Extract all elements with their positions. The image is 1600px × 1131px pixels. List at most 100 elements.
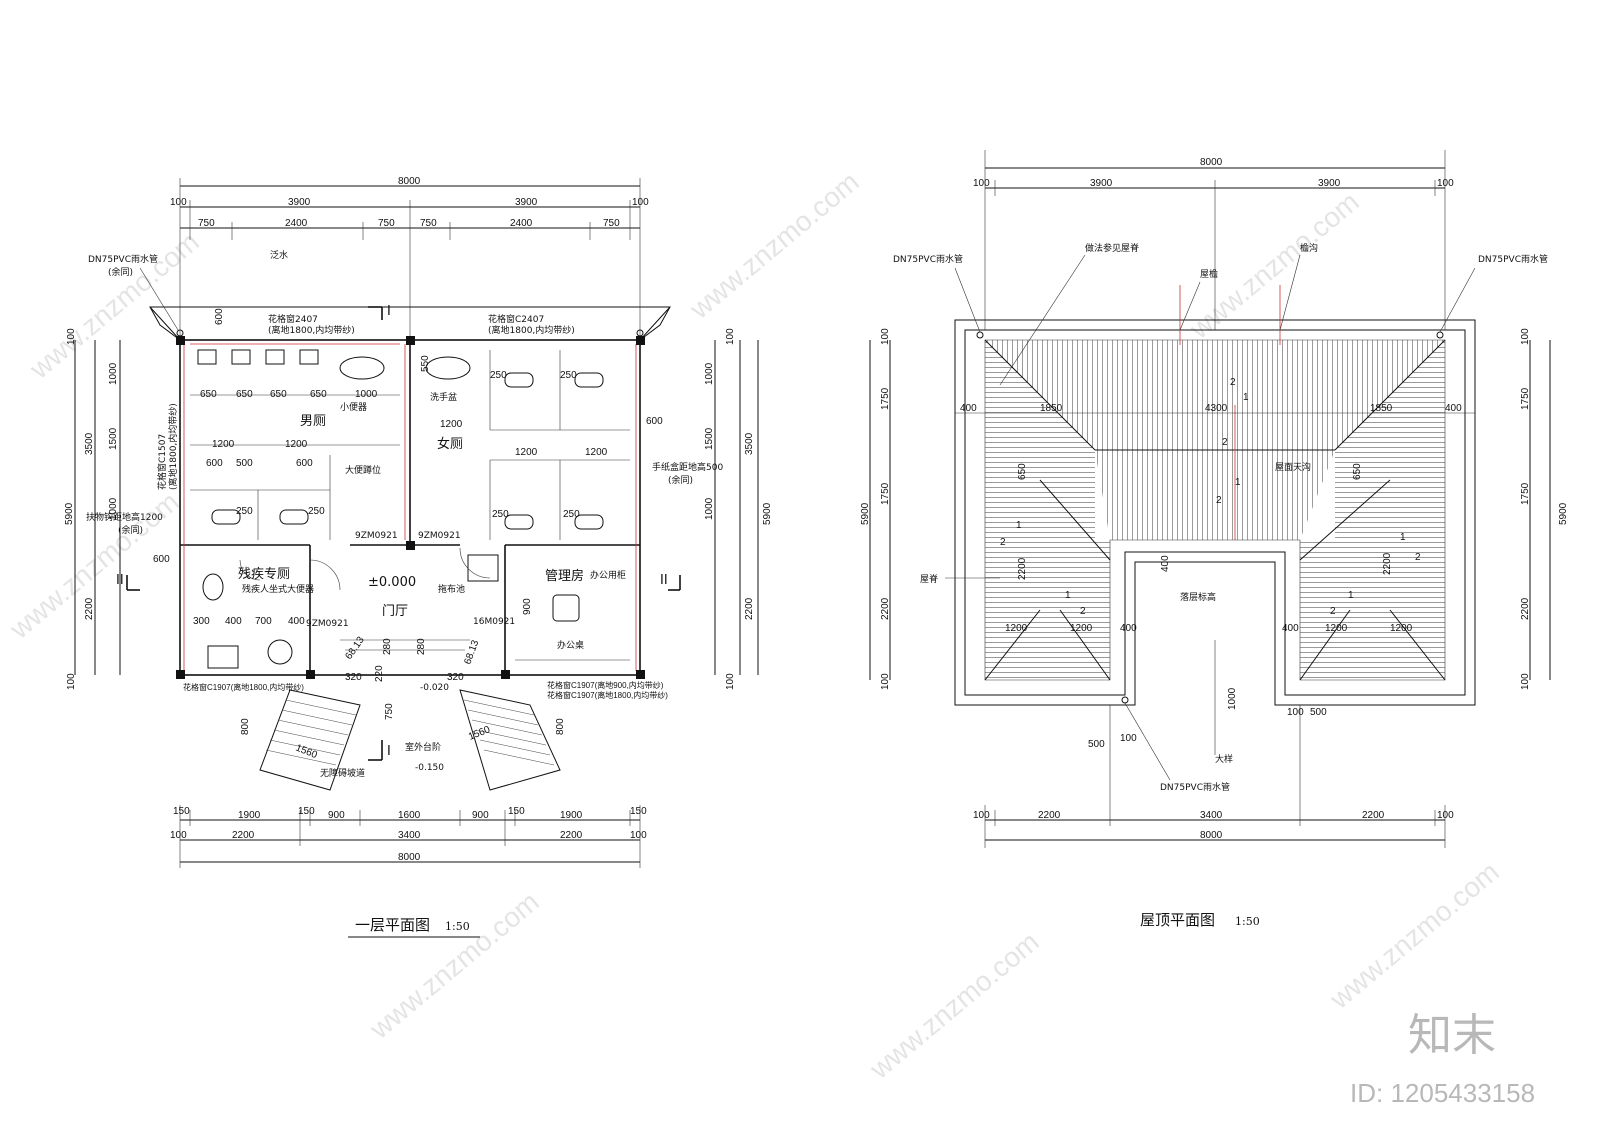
roof-slope	[985, 340, 1110, 680]
window-right-note: (离地1800,内均带纱)	[488, 324, 575, 336]
roof-dim-half: 3900	[1318, 178, 1341, 189]
dim-sub: 2400	[285, 218, 308, 229]
roof-dim-interior: 1200	[1070, 623, 1093, 634]
dim-right-c: 1500	[704, 427, 715, 450]
slope-mark: 2	[1216, 495, 1222, 506]
dim-interior: 320	[447, 672, 464, 683]
sink-label: 洗手盆	[430, 391, 457, 403]
dim-interior: 500	[236, 458, 253, 469]
level-0: ±0.000	[368, 575, 416, 590]
door-label: 9ZM0921	[418, 531, 461, 541]
roof-dim-left: 2200	[880, 597, 891, 620]
roof-dim-right-total: 5900	[1558, 502, 1569, 525]
roof-dim-interior: 2200	[1382, 552, 1393, 575]
slope-mark: 2	[1415, 552, 1421, 563]
roof-dim-mid: 400	[960, 403, 977, 414]
dim-bottom: 100	[630, 830, 647, 841]
dim-bottom-total: 8000	[398, 852, 421, 863]
roof-dim-mid: 1850	[1370, 403, 1393, 414]
roof-dim-interior: 2200	[1017, 557, 1028, 580]
dim-interior: 400	[225, 616, 242, 627]
dim-interior: 800	[240, 718, 251, 735]
side-window-note: (离地1800,内均带纱)	[167, 403, 179, 490]
dim-interior: 220	[374, 665, 385, 682]
dim-interior: 320	[345, 672, 362, 683]
roof-dim-right: 1750	[1520, 482, 1531, 505]
roof-dim-left-total: 5900	[860, 502, 871, 525]
door-label: 9ZM0921	[306, 619, 349, 629]
dim-bottom: 1900	[560, 810, 583, 821]
stall-label: 大便蹲位	[345, 464, 381, 476]
door-label: 9ZM0921	[355, 531, 398, 541]
roof-dim-mid: 400	[1445, 403, 1462, 414]
room-office: 办公桌	[557, 639, 584, 651]
dim-interior: 68.13	[462, 638, 481, 666]
room-accessible: 残疾专厕	[238, 567, 290, 582]
dim-interior: 650	[236, 389, 253, 400]
sink-icon	[339, 356, 385, 380]
window-left-label: 花格窗2407	[268, 313, 318, 325]
slope-mark: 1	[1065, 590, 1071, 601]
accessible-note: 残疾人坐式大便器	[242, 583, 314, 595]
roof-dim-half: 3900	[1090, 178, 1113, 189]
bottom-window-right: 花格窗C1907(离地1800,内均带纱)	[547, 690, 668, 700]
dim-left-a: 3500	[84, 432, 95, 455]
roof-dim-bottom: 3400	[1200, 810, 1223, 821]
dim-interior: 1200	[212, 439, 235, 450]
roof-dim-interior: 400	[1120, 623, 1137, 634]
urinal-label: 小便器	[340, 401, 367, 413]
entrance-steps	[259, 639, 561, 791]
ground-plan-scale: 1:50	[445, 920, 470, 933]
roof-dim-bottom: 2200	[1362, 810, 1385, 821]
dim-bottom: 1900	[238, 810, 261, 821]
dim-interior: 650	[270, 389, 287, 400]
watermark-text: www.znzmo.com	[363, 886, 545, 1045]
seated-toilet-icon	[202, 573, 224, 601]
dim-right-total: 5900	[762, 502, 773, 525]
roof-dim-bottom: 100	[1437, 810, 1454, 821]
roof-dim-right: 1750	[1520, 387, 1531, 410]
dim-left-b: 2200	[84, 597, 95, 620]
side-window-label: 花格窗C1507	[156, 434, 168, 490]
roof-dim-edge: 100	[1437, 178, 1454, 189]
dim-bottom: 150	[173, 806, 190, 817]
dim-sub: 750	[378, 218, 395, 229]
slope-mark: 1	[1243, 392, 1249, 403]
dim-bottom: 3400	[398, 830, 421, 841]
roof-dim-interior: 100	[1287, 707, 1304, 718]
level-2: -0.150	[415, 763, 444, 773]
ground-floor-plan: 8000 100 3900 3900 100 750 2400 750 750 …	[64, 176, 773, 938]
roof-slope	[1095, 450, 1335, 540]
dim-left-c: 100	[66, 328, 77, 345]
slope-mark: 1	[1400, 532, 1406, 543]
dim-interior: 1200	[285, 439, 308, 450]
dim-total-top: 8000	[398, 176, 421, 187]
roof-dim-total: 8000	[1200, 157, 1223, 168]
dim-bottom: 150	[298, 806, 315, 817]
squat-toilet-icon	[279, 509, 309, 525]
dim-interior: 280	[416, 638, 427, 655]
roof-downpipe-label: DN75PVC雨水管	[1478, 253, 1548, 265]
hand-label: 手纸盒距地高500	[652, 461, 723, 473]
level-1: -0.020	[420, 683, 449, 693]
grab-label: 扶物钩距地高1200	[86, 511, 163, 523]
same-label: (余同)	[108, 266, 133, 278]
roof-dim-mid: 4300	[1205, 403, 1228, 414]
roof-plan-title: 屋顶平面图	[1140, 911, 1215, 929]
sink-icon	[425, 356, 471, 380]
basin-icon	[267, 639, 293, 665]
dim-interior: 600	[153, 554, 170, 565]
roof-dim-right: 2200	[1520, 597, 1531, 620]
dim-interior: 800	[555, 718, 566, 735]
roof-dim-interior: 650	[1017, 463, 1028, 480]
image-id: ID: 1205433158	[1350, 1078, 1535, 1108]
room-mop: 拖布池	[438, 583, 465, 595]
roof-dim-bottom: 100	[973, 810, 990, 821]
dim-interior: 650	[310, 389, 327, 400]
dim-bottom: 150	[508, 806, 525, 817]
same-label: (余同)	[668, 474, 693, 486]
roof-dim-interior: 500	[1088, 739, 1105, 750]
lower-roof-label: 落层标高	[1180, 591, 1216, 603]
slope-mark: 2	[1222, 437, 1228, 448]
window-left-note: (离地1800,内均带纱)	[268, 324, 355, 336]
